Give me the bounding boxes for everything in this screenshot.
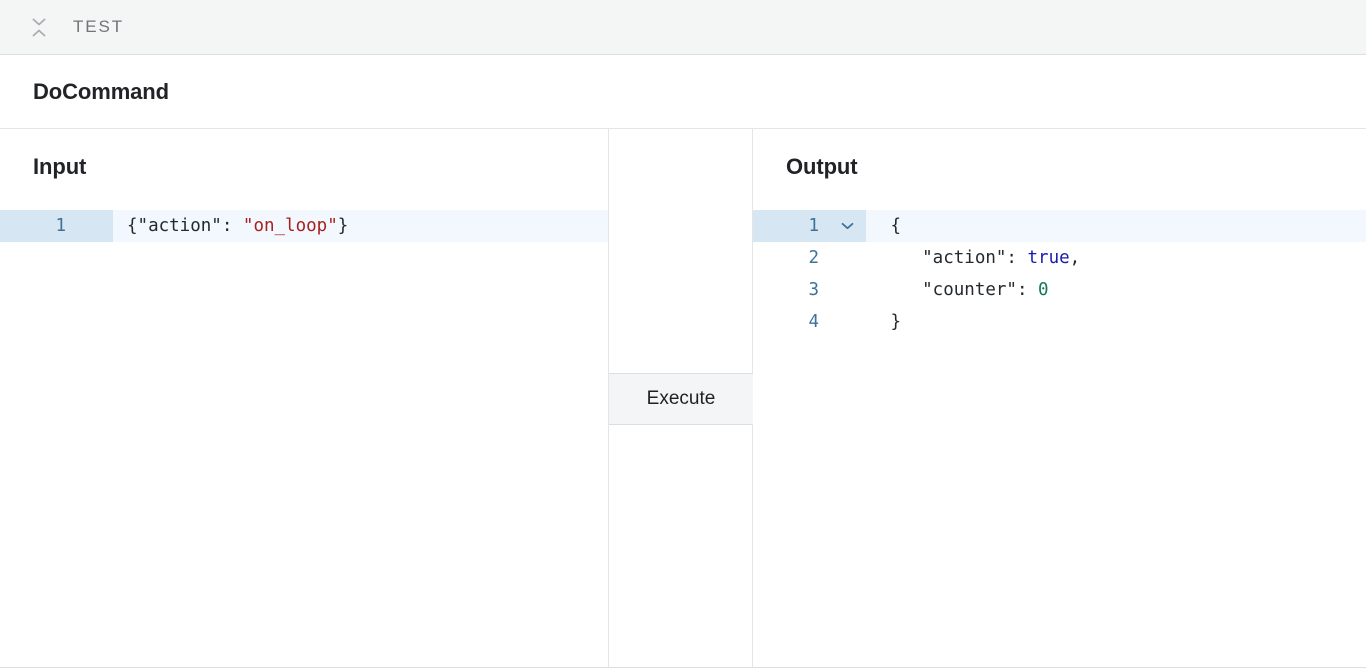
page-title: DoCommand — [33, 78, 169, 104]
output-code-line[interactable]: 3 "counter": 0 — [753, 274, 1366, 306]
output-panel: Output 1 { 2 "action" — [753, 129, 1366, 667]
chevron-up-icon — [32, 29, 46, 36]
input-code-line[interactable]: 1 {"action": "on_loop"} — [0, 210, 608, 242]
output-code-line[interactable]: 1 { — [753, 210, 1366, 242]
topbar-title: TEST — [73, 17, 125, 36]
input-panel: Input 1 {"action": "on_loop"} — [0, 129, 609, 667]
output-editor[interactable]: 1 { 2 "action": true, 3 — [753, 210, 1366, 667]
collapse-chevrons-icon[interactable] — [28, 14, 50, 40]
input-editor[interactable]: 1 {"action": "on_loop"} — [0, 210, 608, 667]
output-line-number: 2 — [808, 248, 819, 268]
token-punctuation: { — [880, 216, 902, 236]
chevron-down-icon — [32, 18, 46, 25]
output-line-text: "action": true, — [866, 242, 1366, 274]
token-key: "action": — [880, 248, 1028, 268]
execute-button[interactable]: Execute — [609, 373, 753, 425]
output-line-text: } — [866, 306, 1366, 338]
output-line-number-text: 1 — [808, 216, 819, 236]
token-punctuation: } — [337, 216, 349, 236]
chevron-down-icon[interactable] — [837, 210, 857, 242]
output-line-number: 3 — [808, 280, 819, 300]
token-boolean: true — [1027, 248, 1070, 268]
input-line-number: 1 — [0, 210, 113, 242]
token-string: "on_loop" — [242, 216, 338, 236]
execute-panel: Execute — [609, 129, 753, 667]
output-code-line[interactable]: 2 "action": true, — [753, 242, 1366, 274]
token-key: "counter": — [880, 280, 1039, 300]
panels-row: Input 1 {"action": "on_loop"} Execute Ou… — [0, 129, 1366, 667]
output-line-text: "counter": 0 — [866, 274, 1366, 306]
token-punctuation: } — [880, 312, 902, 332]
execute-button-wrap: Execute — [609, 373, 753, 425]
output-line-text: { — [866, 210, 1366, 242]
input-line-text[interactable]: {"action": "on_loop"} — [113, 210, 608, 242]
topbar: TEST — [0, 0, 1366, 55]
command-header: DoCommand — [0, 55, 1366, 129]
chevron-down-glyph — [841, 222, 853, 230]
output-line-number: 1 — [753, 210, 866, 242]
output-line-number: 4 — [808, 312, 819, 332]
output-heading: Output — [786, 154, 858, 179]
token-punctuation: {"action": — [127, 216, 243, 236]
token-punctuation: , — [1069, 248, 1081, 268]
output-code-line[interactable]: 4 } — [753, 306, 1366, 338]
token-number: 0 — [1038, 280, 1049, 300]
input-heading: Input — [33, 154, 87, 179]
